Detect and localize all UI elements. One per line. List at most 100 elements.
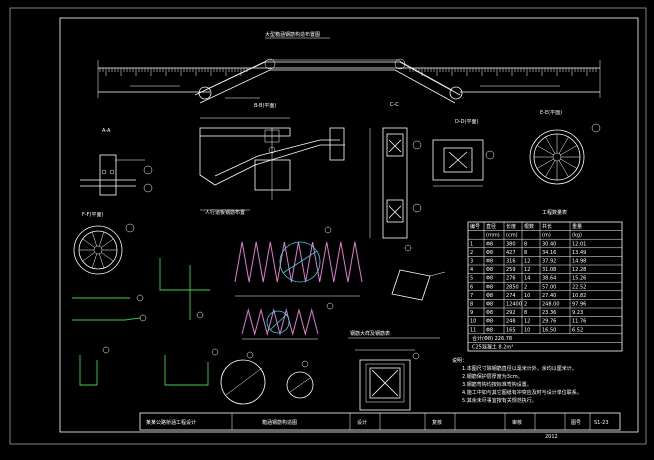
- title-drawing-no: S1-23: [594, 420, 609, 426]
- table-cell: 248: [506, 319, 516, 325]
- table-cell: 8: [524, 241, 527, 247]
- top-title: 大型箱涵钢筋构造布置图: [265, 31, 320, 38]
- table-cell: Φ8: [486, 259, 493, 265]
- table-cell: 10: [524, 327, 530, 333]
- table-cell: 316: [506, 259, 516, 265]
- note-5: 5.其余未尽事宜按有关规范执行。: [462, 397, 537, 404]
- label-c-c: C-C: [390, 102, 399, 108]
- table-cell: 12: [524, 319, 530, 325]
- table-header-cell: 重量: [572, 223, 582, 230]
- middle-caption: 钢筋大样及钢筋表: [350, 330, 390, 337]
- label-e-e: E-E(平面): [540, 110, 562, 116]
- table-cell: 8: [524, 250, 527, 256]
- note-1: 1.本图尺寸除钢筋直径以毫米计外，余均以厘米计。: [462, 365, 577, 372]
- table-cell: 248.00: [542, 302, 560, 308]
- table-cell: 380: [506, 241, 516, 247]
- table-cell: 7: [470, 293, 473, 299]
- table-cell: 11: [470, 327, 476, 333]
- table-footer-total: 合计(Φ8) 226.78: [472, 335, 512, 342]
- table-header-cell: 编号: [470, 223, 480, 230]
- table-cell: 6: [470, 284, 473, 290]
- table-cell: 2: [524, 284, 527, 290]
- note-3: 3.钢筋弯钩均按标准弯钩设置。: [462, 381, 532, 388]
- bottom-circles: [220, 351, 314, 405]
- table-cell: 292: [506, 310, 516, 316]
- rebar-details-left: [72, 258, 219, 386]
- table-header-cell: 直径: [486, 223, 496, 230]
- section-f-f: F-F(平面): [73, 212, 135, 275]
- table-cell: Φ8: [486, 250, 493, 256]
- table-footer-concrete: C25混凝土 8.2m³: [472, 344, 513, 351]
- table-header-cell: 根数: [524, 223, 534, 230]
- table-title: 工程数量表: [542, 209, 567, 216]
- svg-text:人行道板钢筋布置: 人行道板钢筋布置: [205, 209, 245, 216]
- table-cell: 97.96: [572, 302, 586, 308]
- section-d-d: D-D(平面): [432, 119, 495, 187]
- table-cell: Φ8: [486, 319, 493, 325]
- section-e-e: E-E(平面): [529, 110, 601, 185]
- table-unit-cell: (cm): [506, 233, 518, 239]
- label-b-b: B-B(平面): [254, 103, 276, 109]
- table-cell: 5: [470, 276, 473, 282]
- table-cell: 30.40: [542, 241, 556, 247]
- table-cell: 2850: [506, 284, 519, 290]
- footer-mark: 2012: [545, 434, 558, 440]
- table-cell: Φ8: [486, 241, 493, 247]
- table-cell: 276: [506, 276, 516, 282]
- title-project: 某某公路桥涵工程设计: [146, 419, 196, 426]
- table-cell: 34.16: [542, 250, 556, 256]
- table-cell: 8: [524, 310, 527, 316]
- table-cell: Φ8: [486, 267, 493, 273]
- table-cell: 12: [524, 267, 530, 273]
- table-cell: 274: [506, 293, 516, 299]
- notes-block: 说明： 1.本图尺寸除钢筋直径以毫米计外，余均以厘米计。 2.钢筋保护层厚度为3…: [452, 357, 582, 404]
- label-a-a: A-A: [102, 128, 111, 134]
- table-cell: Φ8: [486, 276, 493, 282]
- table-cell: 14.98: [572, 259, 586, 265]
- table-cell: 12.28: [572, 267, 586, 273]
- table-cell: 57.00: [542, 284, 556, 290]
- table-cell: 9.23: [572, 310, 583, 316]
- rebar-stirrup-detail: [391, 244, 446, 301]
- title-approve: 审核: [512, 419, 522, 426]
- section-c-c: C-C: [369, 102, 422, 239]
- label-d-d: D-D(平面): [455, 119, 478, 125]
- table-cell: 10.82: [572, 293, 586, 299]
- table-cell: 14: [524, 276, 530, 282]
- label-f-f: F-F(平面): [82, 212, 104, 218]
- table-cell: 38.64: [542, 276, 556, 282]
- table-cell: Φ8: [486, 293, 493, 299]
- table-cell: Φ8: [486, 284, 493, 290]
- table-unit-cell: (kg): [572, 233, 582, 239]
- table-cell: 259: [506, 267, 516, 273]
- table-cell: 16.50: [542, 327, 556, 333]
- table-cell: 13.49: [572, 250, 586, 256]
- table-cell: 6.52: [572, 327, 583, 333]
- table-cell: 11.76: [572, 319, 586, 325]
- table-cell: 8: [470, 302, 473, 308]
- table-cell: Φ8: [486, 302, 493, 308]
- table-cell: 2: [470, 250, 473, 256]
- table-cell: 165: [506, 327, 516, 333]
- table-cell: 4: [470, 267, 473, 273]
- inner-frame: [59, 17, 639, 433]
- title-drawing-no-label: 图号: [571, 420, 581, 426]
- table-cell: 23.36: [542, 310, 556, 316]
- table-cell: 22.52: [572, 284, 586, 290]
- notes-title: 说明：: [452, 357, 467, 364]
- outer-frame: [9, 7, 647, 445]
- table-cell: 37.92: [542, 259, 556, 265]
- table-cell: 12: [524, 259, 530, 265]
- table-cell: 10: [470, 319, 476, 325]
- title-block: 某某公路桥涵工程设计 箱涵钢筋构造图 设计 复核 审核 图号 S1-23 201…: [139, 412, 621, 440]
- top-longitudinal-view: 大型箱涵钢筋构造布置图: [97, 31, 601, 104]
- table-cell: 15.26: [572, 276, 586, 282]
- table-unit-cell: (m): [542, 233, 551, 239]
- title-design: 设计: [357, 419, 367, 426]
- table-cell: 1: [470, 241, 473, 247]
- table-cell: 427: [506, 250, 516, 256]
- table-cell: 29.76: [542, 319, 556, 325]
- title-review: 复核: [432, 419, 442, 426]
